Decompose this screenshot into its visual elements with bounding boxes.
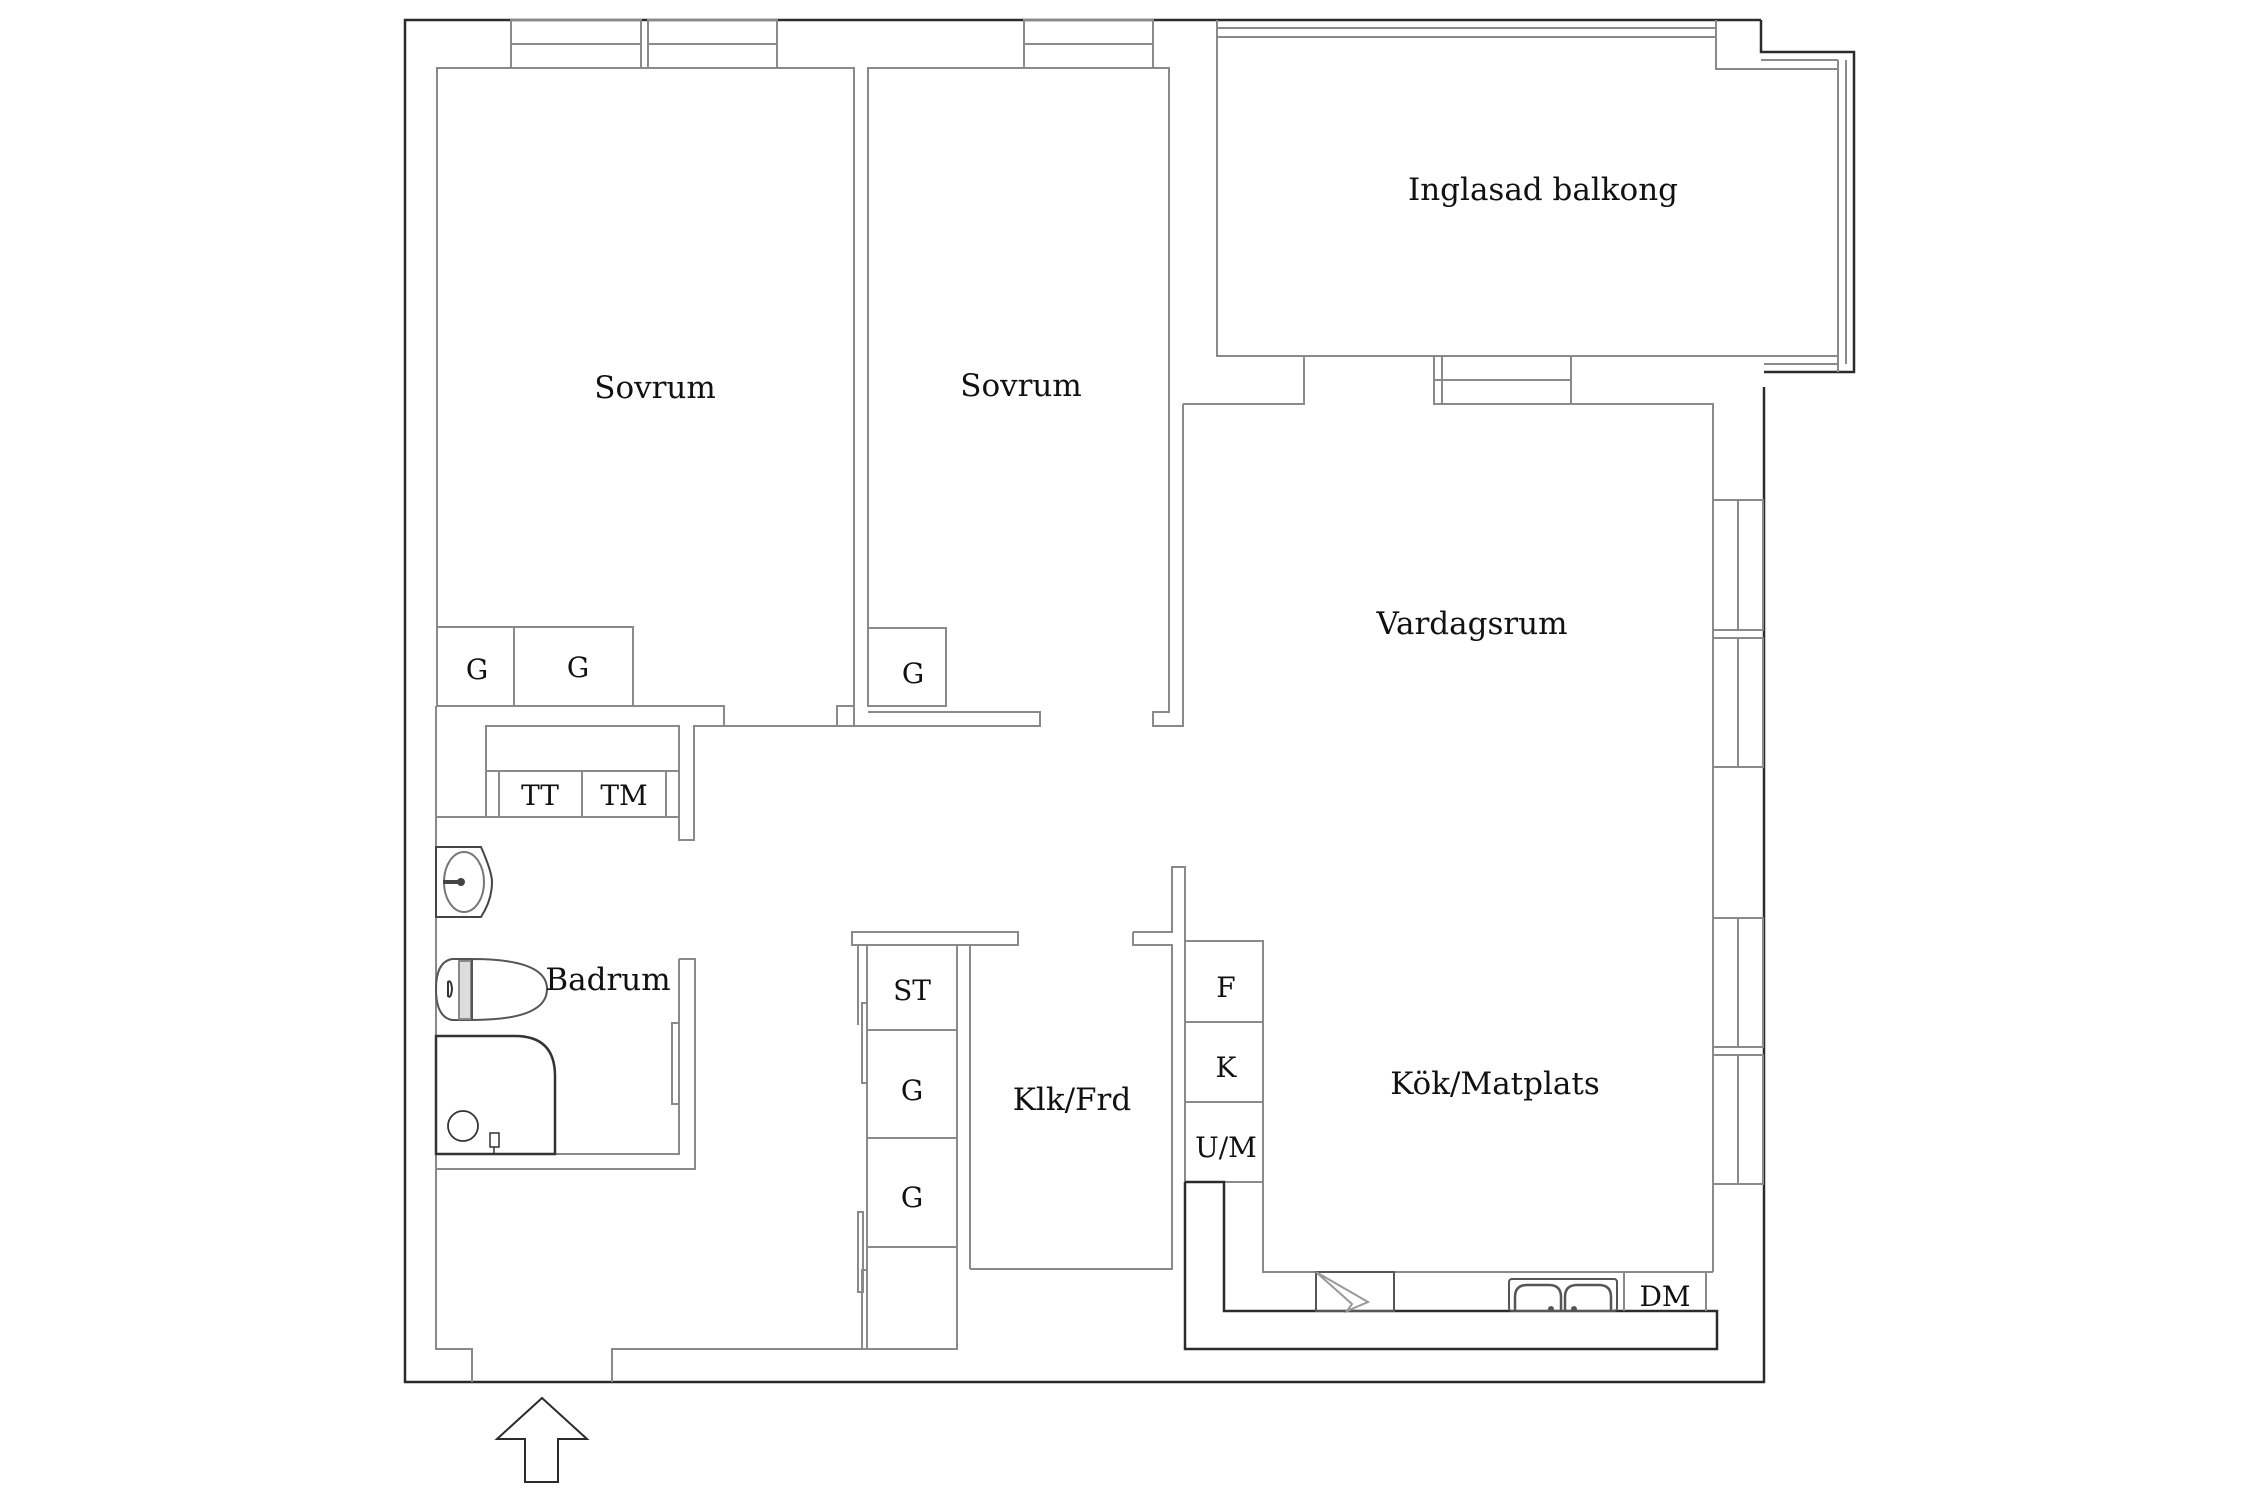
kitchen-counter: [1183, 1180, 1719, 1351]
window-living-right: [1712, 499, 1764, 768]
window-bedroom-2: [1023, 19, 1154, 69]
bedroom-2-walls: [836, 67, 1184, 727]
fixture-wardrobe: G: [902, 657, 924, 690]
window-balcony-door: [1433, 355, 1572, 405]
fixture-fridge: F: [1216, 971, 1235, 1004]
room-label-kitchen: Kök/Matplats: [1390, 1066, 1600, 1102]
toilet-icon: [434, 957, 549, 1022]
bathroom-walls: [435, 706, 696, 1349]
room-label-walk-in: Klk/Frd: [1013, 1082, 1131, 1118]
fixture-dishwasher: DM: [1639, 1280, 1690, 1313]
fixture-wardrobe: G: [466, 653, 488, 686]
laundry-niche: [485, 725, 724, 841]
fixture-washing-machine: TM: [600, 779, 647, 812]
balcony-walls: [1216, 20, 1847, 372]
room-label-living-room: Vardagsrum: [1375, 606, 1567, 642]
room-label-balcony: Inglasad balkong: [1408, 172, 1678, 208]
kitchen-tall-units: [1184, 940, 1713, 1273]
fixture-tumble-dryer: TT: [521, 779, 559, 812]
sink-icon: [435, 846, 494, 918]
bedroom-1-wardrobes: [436, 626, 634, 707]
fixture-wardrobe: G: [567, 651, 589, 684]
bedroom-2-wardrobe: [867, 627, 947, 713]
room-label-bedroom-2: Sovrum: [960, 368, 1082, 404]
hall-walls: [435, 1169, 867, 1382]
fixture-wardrobe: G: [901, 1074, 923, 1107]
room-label-bathroom: Badrum: [545, 962, 670, 998]
window-bedroom-1a: [510, 19, 642, 69]
outer-wall: [403, 18, 1856, 1384]
walk-in-closet-walls: [969, 866, 1186, 1270]
entrance-arrow-icon: [494, 1396, 590, 1483]
fixture-oven-microwave: U/M: [1195, 1131, 1257, 1164]
kitchen-sink-icon: [1508, 1278, 1618, 1312]
window-kitchen-right: [1712, 917, 1764, 1185]
fixture-storage: ST: [893, 974, 931, 1007]
room-label-bedroom-1: Sovrum: [594, 370, 716, 406]
stove-icon: [1315, 1271, 1395, 1314]
shower-icon: [434, 1034, 557, 1156]
dishwasher-cell: [1623, 1272, 1707, 1311]
fixture-wardrobe: G: [901, 1181, 923, 1214]
hall-closets: [851, 931, 1019, 1350]
window-bedroom-1b: [640, 19, 778, 69]
fixture-freezer: K: [1216, 1051, 1238, 1084]
